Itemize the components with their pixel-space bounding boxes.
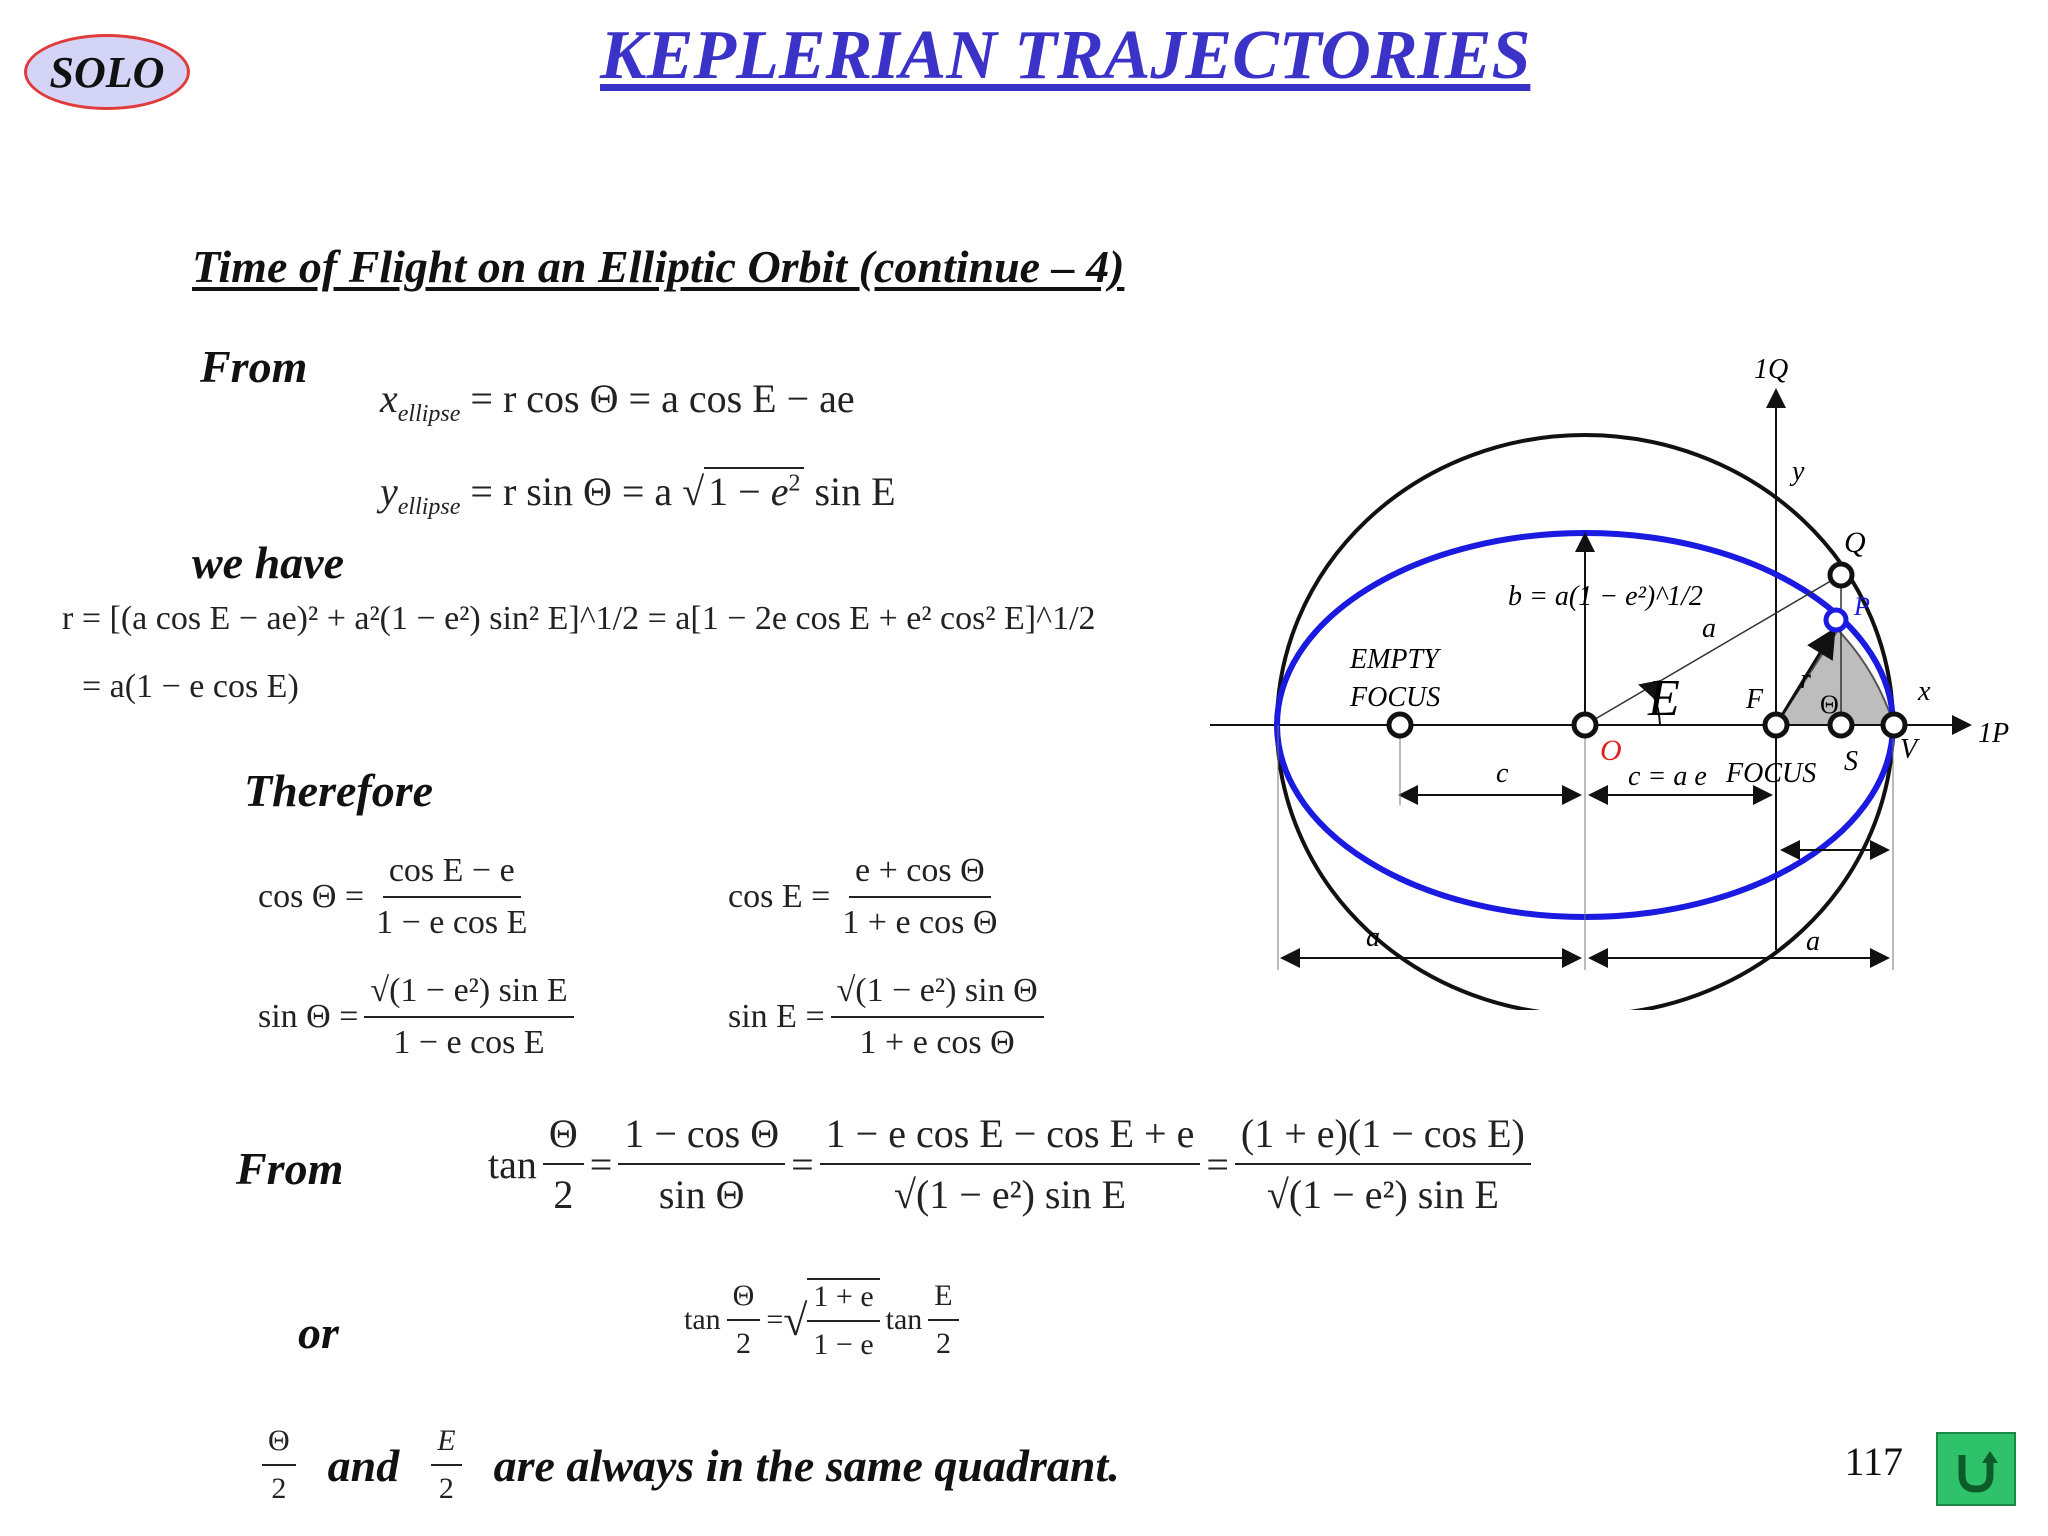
a-left-label: a	[1366, 922, 1380, 953]
page-number: 117	[1844, 1439, 1903, 1484]
quadrant-statement: are always in the same quadrant.	[493, 1439, 1120, 1491]
p-point	[1823, 607, 1849, 633]
tan-half-theta-equation: tan Θ 2 = 1 − cos Θ sin Θ = 1 − e cos E …	[488, 1110, 1537, 1218]
tan-or-num-a: Θ	[726, 1279, 761, 1321]
sin-e-equation: sin E = √(1 − e²) sin Θ 1 + e cos Θ	[728, 972, 1050, 1062]
c-label: c	[1496, 758, 1509, 789]
x-ellipse-rhs: = r cos Θ = a cos E − ae	[470, 376, 855, 421]
tan-half-den4: √(1 − e²) sin E	[1266, 1172, 1499, 1217]
orbit-diagram: b = a(1 − e²)^1/2 a EMPTY FOCUS E F r Θ …	[1210, 354, 2009, 1010]
tan-half-num4: (1 + e)(1 − cos E)	[1234, 1110, 1531, 1165]
a-radius-line	[1584, 574, 1842, 726]
from-label-2: From	[236, 1143, 344, 1194]
cos-theta-lhs: cos Θ =	[258, 878, 365, 915]
sin-theta-num: √(1 − e²) sin E	[364, 972, 574, 1018]
tan-or-root-den: 1 − e	[813, 1328, 874, 1361]
axis-q-label: 1Q	[1754, 354, 1788, 385]
r-result: = a(1 − e cos E)	[82, 668, 299, 705]
tan-or-left: tan	[684, 1303, 721, 1336]
o-label: O	[1600, 734, 1622, 767]
back-button[interactable]	[1936, 1432, 2016, 1506]
y-ellipse-rhs: sin E	[814, 469, 896, 514]
therefore-label: Therefore	[244, 765, 434, 816]
focus-label: FOCUS	[1725, 758, 1816, 789]
r-expression: r = [(a cos E − ae)² + a²(1 − e²) sin² E…	[62, 600, 1096, 637]
from-label-1: From	[200, 341, 308, 392]
tan-half-den2: sin Θ	[658, 1172, 745, 1217]
tan-or-num-b: E	[928, 1279, 959, 1321]
sin-theta-den: 1 − e cos E	[393, 1024, 545, 1061]
v-label: V	[1900, 734, 1920, 765]
quad-den-b: 2	[438, 1472, 454, 1505]
tan-or-right: tan	[885, 1303, 923, 1336]
cos-e-lhs: cos E =	[728, 878, 831, 915]
cos-e-den: 1 + e cos Θ	[842, 904, 998, 941]
r-radius-vector	[1774, 627, 1836, 726]
x-ellipse-equation: xellipse = r cos Θ = a cos E − ae	[380, 376, 855, 427]
tan-half-num1: Θ	[542, 1110, 584, 1165]
y-ellipse-equation: yellipse = r sin Θ = a √1 − e2 sin E	[380, 467, 896, 520]
x-label: x	[1917, 676, 1931, 707]
a-diagonal-label: a	[1702, 613, 1716, 644]
axis-p-label: 1P	[1978, 718, 2009, 749]
cos-theta-equation: cos Θ = cos E − e 1 − e cos E	[258, 852, 539, 942]
empty-focus-label: EMPTY	[1349, 644, 1442, 675]
empty-focus-label-2: FOCUS	[1349, 682, 1440, 713]
cos-theta-den: 1 − e cos E	[376, 904, 528, 941]
f-label: F	[1745, 684, 1764, 715]
quad-num-a: Θ	[262, 1424, 296, 1466]
sin-e-num: √(1 − e²) sin Θ	[830, 972, 1044, 1018]
center-point	[1571, 711, 1599, 739]
tan-or-equation: tan Θ 2 = √ 1 + e 1 − e tan E 2	[684, 1278, 965, 1362]
quad-den-a: 2	[271, 1472, 287, 1505]
or-label: or	[298, 1307, 339, 1358]
return-arrow-icon	[1958, 1451, 1998, 1493]
quad-num-b: E	[431, 1424, 462, 1466]
p-label: P	[1853, 592, 1870, 621]
y-ellipse-lhs: = r sin Θ = a	[470, 469, 673, 514]
tan-half-den3: √(1 − e²) sin E	[894, 1172, 1127, 1217]
sin-e-den: 1 + e cos Θ	[859, 1024, 1015, 1061]
sin-theta-lhs: sin Θ =	[258, 998, 359, 1035]
sin-theta-equation: sin Θ = √(1 − e²) sin E 1 − e cos E	[258, 972, 580, 1062]
q-label: Q	[1844, 526, 1866, 559]
section-subtitle: Time of Flight on an Elliptic Orbit (con…	[192, 241, 1125, 292]
we-have-label: we have	[192, 537, 345, 588]
empty-focus-point	[1386, 711, 1414, 739]
tan-half-den1: 2	[553, 1172, 574, 1217]
tan-or-root-num: 1 + e	[807, 1280, 880, 1322]
and-label: and	[327, 1439, 400, 1491]
cos-e-num: e + cos Θ	[849, 852, 991, 898]
b-label: b = a(1 − e²)^1/2	[1508, 581, 1703, 612]
s-label: S	[1844, 746, 1858, 777]
a-right-label: a	[1806, 926, 1820, 957]
cos-e-equation: cos E = e + cos Θ 1 + e cos Θ	[728, 852, 1009, 942]
cos-theta-num: cos E − e	[382, 852, 521, 898]
tan-half-lhs: tan	[488, 1141, 537, 1187]
solo-badge: SOLO	[24, 34, 190, 110]
q-point	[1827, 561, 1855, 589]
tan-or-den-a: 2	[735, 1327, 751, 1360]
e-angle-label: E	[1647, 670, 1680, 727]
tan-half-num2: 1 − cos Θ	[618, 1110, 786, 1165]
theta-label: Θ	[1820, 690, 1839, 719]
y-label: y	[1789, 456, 1805, 487]
page-title: KEPLERIAN TRAJECTORIES	[600, 17, 1531, 94]
r-label: r	[1800, 664, 1811, 695]
s-point	[1827, 711, 1855, 739]
focus-point	[1762, 711, 1790, 739]
e-angle-arc	[1638, 680, 1661, 726]
v-point	[1880, 711, 1908, 739]
solo-badge-text: SOLO	[49, 47, 165, 97]
c-ae-label: c = a e	[1628, 761, 1707, 792]
tan-or-den-b: 2	[935, 1327, 951, 1360]
quadrant-line: Θ 2 and E 2 are always in the same quadr…	[256, 1424, 1120, 1506]
sin-e-lhs: sin E =	[728, 998, 825, 1035]
tan-half-num3: 1 − e cos E − cos E + e	[819, 1110, 1201, 1165]
